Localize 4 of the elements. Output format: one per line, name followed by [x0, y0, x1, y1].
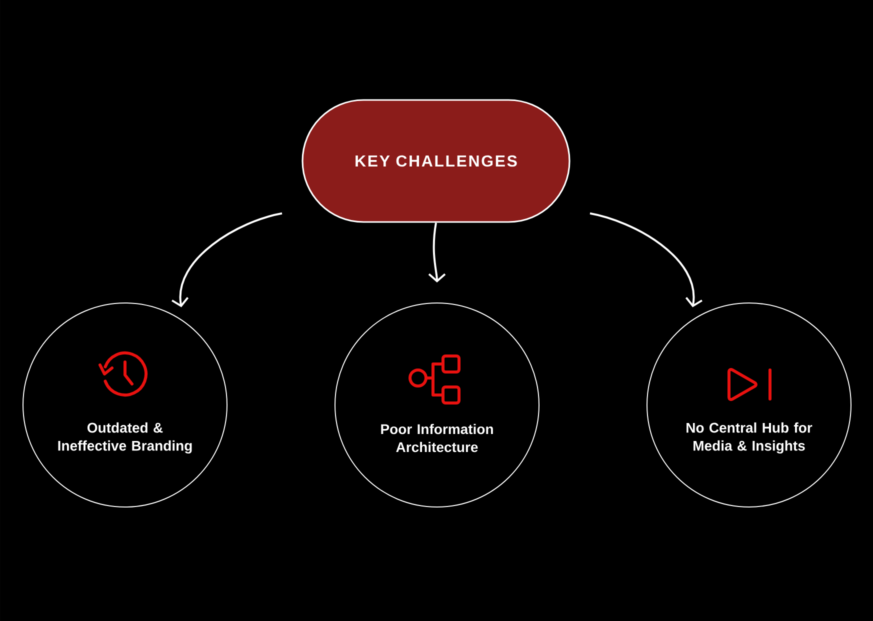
arrow: [590, 212, 702, 308]
arrow: [172, 212, 282, 308]
arrow: [428, 222, 446, 282]
title-pill: KEY CHALLENGES: [302, 99, 570, 223]
